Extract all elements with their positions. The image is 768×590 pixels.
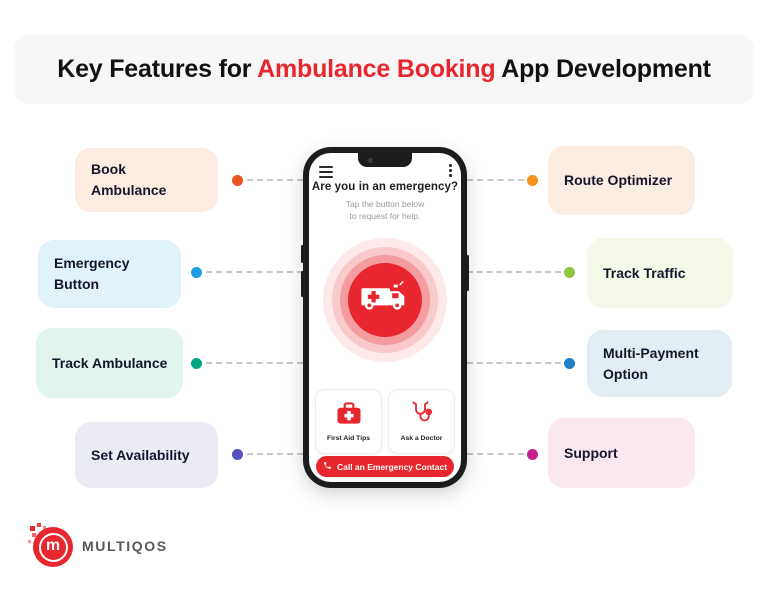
feature-label: Set Availability [91, 446, 190, 463]
logo-pixel [28, 540, 31, 543]
title-banner: Key Features for Ambulance Booking App D… [14, 35, 754, 104]
connector-line [467, 271, 561, 273]
connector-dot-route-optimizer [527, 175, 538, 186]
logo-ring: m [38, 532, 68, 562]
first-aid-kit-icon [336, 401, 362, 430]
feature-label: Track Ambulance [52, 354, 168, 371]
feature-label: Route Optimizer [564, 172, 673, 188]
logo-pixel [32, 533, 36, 537]
phone-notch [358, 153, 412, 167]
phone-screen: Are you in an emergency? Tap the button … [309, 153, 461, 482]
brand-logo-icon: m [28, 523, 74, 568]
stethoscope-icon [410, 401, 434, 430]
connector-line [467, 453, 524, 455]
quick-action-tiles: First Aid Tips Ask a Doctor [315, 389, 455, 454]
connector-dot-emergency-button [191, 267, 202, 278]
feature-card-track-traffic: Track Traffic [587, 238, 733, 308]
page-title: Key Features for Ambulance Booking App D… [57, 55, 711, 83]
sos-button[interactable] [348, 263, 422, 337]
logo-letter: m [45, 537, 61, 554]
phone-mockup: Are you in an emergency? Tap the button … [301, 147, 469, 488]
feature-card-route-optimizer: Route Optimizer [548, 146, 695, 215]
title-highlight: Ambulance Booking [257, 55, 496, 83]
tile-label: First Aid Tips [326, 434, 371, 442]
brand-logo: m MULTIQOS [28, 523, 168, 568]
emergency-subtext: Tap the button below to request for help… [345, 199, 425, 222]
connector-line [467, 179, 524, 181]
connector-line [247, 453, 303, 455]
feature-card-multi-payment: Multi-Payment Option [587, 330, 732, 397]
feature-card-emergency-button: Emergency Button [38, 240, 181, 308]
logo-pixel [37, 523, 41, 527]
feature-label: Multi-Payment Option [603, 344, 699, 382]
connector-dot-book-ambulance [232, 175, 243, 186]
connector-dot-support [527, 449, 538, 460]
logo-pixel [30, 526, 35, 531]
connector-line [467, 362, 561, 364]
connector-dot-multi-payment [564, 358, 575, 369]
cta-label: Call an Emergency Contact [336, 461, 448, 472]
feature-label: Emergency Button [54, 255, 130, 292]
hamburger-menu-icon[interactable] [319, 166, 333, 178]
feature-card-track-ambulance: Track Ambulance [36, 328, 183, 398]
phone-volume-down-button [301, 271, 304, 297]
feature-card-set-availability: Set Availability [75, 422, 218, 488]
connector-dot-set-availability [232, 449, 243, 460]
connector-line [206, 271, 303, 273]
connector-dot-track-traffic [564, 267, 575, 278]
tile-label: Ask a Doctor [400, 435, 443, 442]
phone-power-button [466, 255, 469, 291]
first-aid-tips-tile[interactable]: First Aid Tips [315, 389, 382, 454]
emergency-heading: Are you in an emergency? [311, 181, 459, 193]
ask-a-doctor-tile[interactable]: Ask a Doctor [388, 389, 455, 454]
feature-label: Track Traffic [603, 264, 686, 281]
feature-label: Support [564, 444, 618, 461]
feature-card-support: Support [548, 418, 695, 488]
camera-icon [368, 157, 373, 163]
ambulance-icon [360, 281, 410, 319]
connector-dot-track-ambulance [191, 358, 202, 369]
phone-handset-icon [323, 461, 332, 472]
connector-line [206, 362, 303, 364]
brand-name: MULTIQOS [82, 538, 168, 554]
logo-circle: m [33, 527, 73, 567]
feature-label: Book Ambulance [91, 161, 167, 198]
call-emergency-contact-button[interactable]: Call an Emergency Contact [316, 456, 454, 477]
feature-card-book-ambulance: Book Ambulance [75, 148, 218, 212]
connector-line [247, 179, 303, 181]
phone-volume-up-button [301, 245, 304, 263]
sos-pulse [323, 238, 447, 362]
kebab-menu-icon[interactable] [449, 164, 452, 177]
